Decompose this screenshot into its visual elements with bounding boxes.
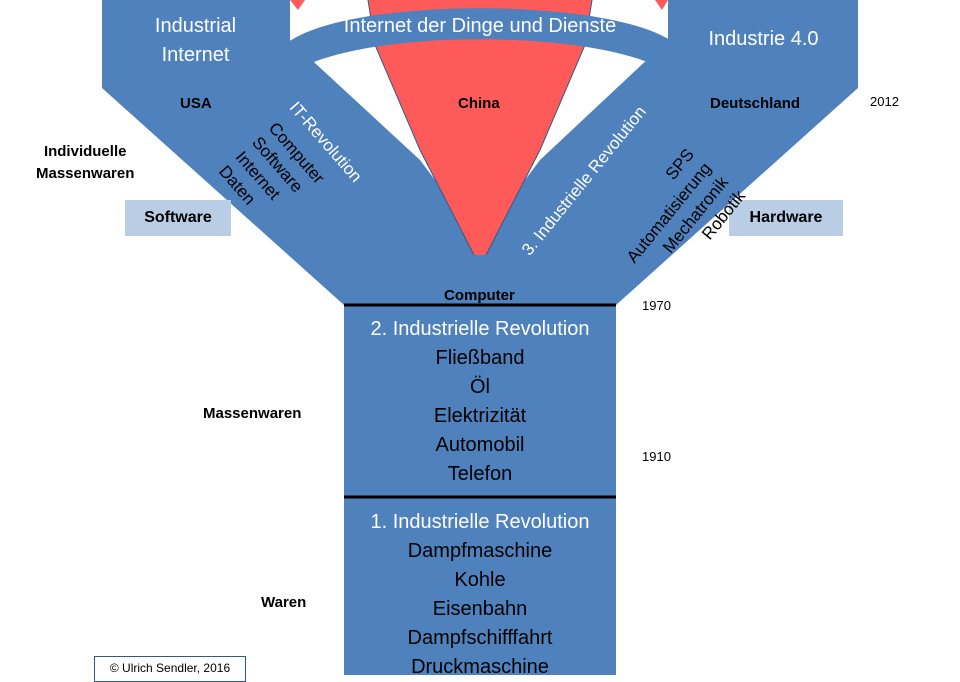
second-item-1: Öl [470, 376, 490, 398]
china-label: China [458, 95, 500, 112]
individual-line1: Individuelle [43, 143, 127, 160]
computer-junction-label: Computer [444, 287, 515, 304]
first-item-2: Eisenbahn [432, 598, 528, 620]
year-1970: 1970 [642, 298, 671, 313]
mass-goods-label: Massenwaren [203, 405, 302, 422]
goods-label: Waren [261, 594, 307, 611]
second-revolution-block: 2. Industrielle Revolution Fließband Öl … [344, 315, 616, 489]
software-box: Software [125, 200, 231, 236]
year-2012: 2012 [870, 94, 899, 109]
left-branch-shape [102, 0, 480, 305]
second-revolution-title: 2. Industrielle Revolution [370, 318, 590, 340]
industrial-internet-line2: Internet [161, 44, 230, 66]
copyright-notice: © Ulrich Sendler, 2016 [94, 656, 246, 682]
internet-arc-band [282, 8, 680, 82]
first-revolution-block: 1. Industrielle Revolution Dampfmaschine… [344, 508, 616, 682]
top-right-notch [655, 0, 668, 10]
first-item-0: Dampfmaschine [407, 540, 553, 562]
industrie-40-title: Industrie 4.0 [708, 28, 819, 50]
first-item-3: Dampfschifffahrt [407, 627, 553, 649]
second-item-2: Elektrizität [433, 405, 527, 427]
hardware-box: Hardware [729, 200, 843, 236]
deutschland-label: Deutschland [710, 95, 801, 112]
right-branch-shape [480, 0, 858, 305]
industrial-internet-title: Industrial Internet [118, 12, 273, 70]
usa-label: USA [180, 95, 212, 112]
second-item-0: Fließband [435, 347, 525, 369]
arc-title: Internet der Dinge und Dienste [343, 15, 617, 37]
stem-lower [344, 497, 616, 675]
china-wedge [368, 0, 592, 255]
first-revolution-title: 1. Industrielle Revolution [370, 511, 590, 533]
individual-mass-goods-label: Individuelle Massenwaren [36, 141, 134, 185]
top-left-notch [290, 0, 305, 10]
stem-upper [344, 305, 616, 497]
second-item-3: Automobil [435, 434, 525, 456]
second-item-4: Telefon [447, 463, 513, 485]
industrial-internet-line1: Industrial [154, 15, 237, 37]
first-item-1: Kohle [454, 569, 506, 591]
individual-line2: Massenwaren [36, 165, 135, 182]
first-item-4: Druckmaschine [411, 656, 549, 678]
year-1910: 1910 [642, 449, 671, 464]
